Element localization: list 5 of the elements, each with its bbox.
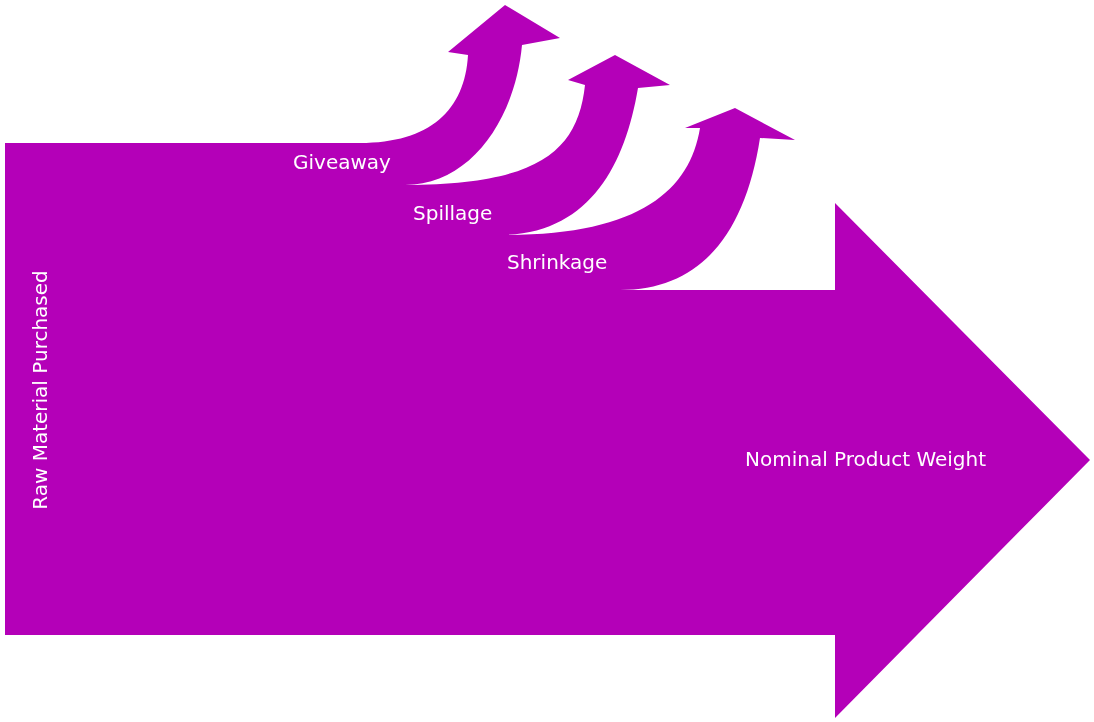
flow-label: Nominal Product Weight — [745, 447, 987, 471]
flow-label: Giveaway — [293, 150, 391, 174]
flow-label: Raw Material Purchased — [27, 270, 52, 510]
flow-label: Shrinkage — [507, 250, 608, 274]
flow-label: Spillage — [413, 201, 493, 225]
